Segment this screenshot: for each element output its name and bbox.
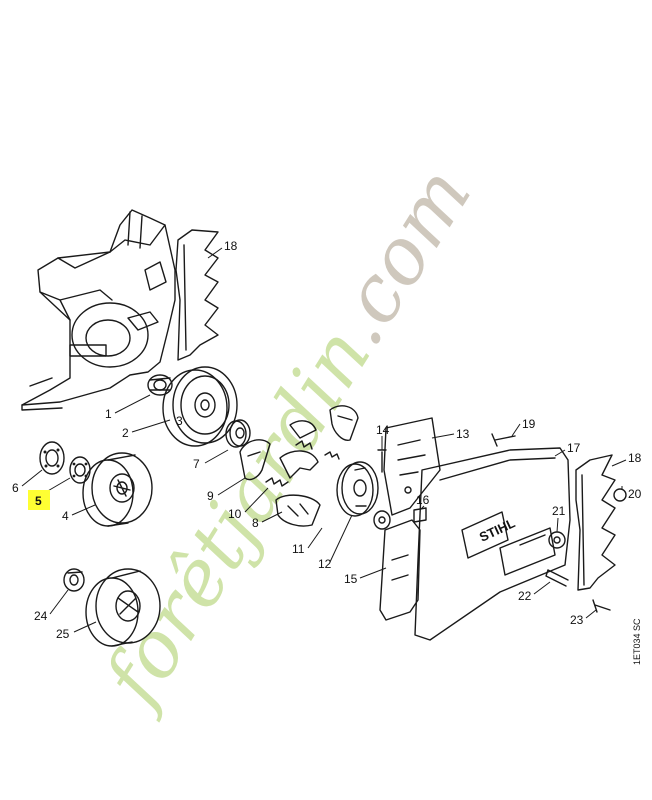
callout-5-highlight [28, 490, 50, 510]
callout-2: 2 [122, 426, 129, 440]
part-7-washer [225, 419, 251, 448]
callout-6: 6 [12, 481, 19, 495]
callout-19: 19 [522, 417, 536, 431]
part-20-screw [613, 488, 627, 502]
part-18-spiked-bumper-right [575, 454, 616, 591]
part-9-clutch-shoe [239, 439, 271, 481]
watermark-text: forêtjardin.com [85, 152, 489, 724]
callout-12: 12 [318, 557, 332, 571]
callout-17: 17 [567, 441, 581, 455]
callout-20: 20 [628, 487, 642, 501]
part-12-thrust-washer [336, 461, 379, 517]
callout-18b: 18 [628, 451, 642, 465]
callout-13: 13 [456, 427, 470, 441]
crankcase-housing [21, 209, 176, 411]
callout-7: 7 [193, 457, 200, 471]
callout-5: 5 [35, 494, 42, 508]
watermark-part3: .com [312, 152, 489, 360]
watermark: forêtjardin.com [85, 152, 489, 724]
callout-10: 10 [228, 507, 242, 521]
part-21-nut [548, 531, 566, 549]
part-18-spiked-bumper-left [175, 229, 219, 361]
callout-11: 11 [292, 542, 305, 556]
part-23-screw [592, 599, 611, 613]
callout-14: 14 [376, 423, 390, 437]
callout-25: 25 [56, 627, 70, 641]
part-13-guide-plate [383, 417, 441, 516]
callout-18: 18 [224, 239, 238, 253]
leader-lines [21, 247, 627, 633]
part-15-chain-guard [379, 519, 421, 621]
part-17-sprocket-cover [414, 447, 571, 641]
drawing-code: 1ET034 SC [632, 618, 642, 665]
callout-21: 21 [552, 504, 566, 518]
callout-3: 3 [176, 414, 183, 428]
callout-22: 22 [518, 589, 532, 603]
callout-9: 9 [207, 489, 214, 503]
part-22-stud [545, 569, 569, 587]
part-2-clutch-drum [162, 366, 238, 447]
part-24-washer [63, 568, 85, 592]
part-8-clutch-carrier [275, 420, 340, 527]
callout-15: 15 [344, 572, 358, 586]
callout-4: 4 [62, 509, 69, 523]
part-11-clutch-cover-shoe [329, 405, 359, 441]
part-3-needle-bearing [147, 374, 173, 396]
part-10-spring [265, 477, 289, 487]
part-6-bearing [39, 441, 91, 484]
part-nut [373, 510, 391, 530]
part-4-rim-sprocket-drum [82, 452, 153, 527]
part-25-spur-sprocket [85, 568, 161, 647]
callout-16: 16 [416, 493, 430, 507]
brand-label: STIHL [477, 515, 517, 544]
callout-1: 1 [105, 407, 112, 421]
callout-24: 24 [34, 609, 48, 623]
part-19-screw [491, 433, 516, 447]
callout-23: 23 [570, 613, 584, 627]
callout-8: 8 [252, 516, 259, 530]
callout-labels: 18 1 2 3 6 5 4 7 9 10 8 11 12 14 13 19 1… [12, 239, 642, 641]
